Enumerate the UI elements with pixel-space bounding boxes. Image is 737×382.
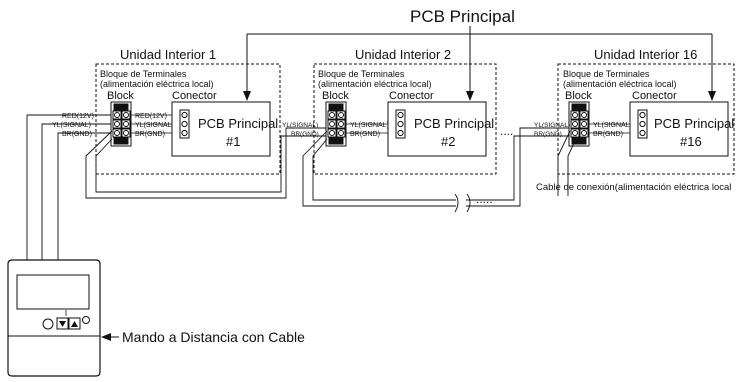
remote-button-left-icon — [42, 318, 54, 330]
terminal-block-sub-2: (alimentación eléctrica local) — [318, 79, 432, 89]
unit-title-1: Unidad Interior 1 — [120, 47, 216, 62]
wire-label-yl-in: YL(SIGNAL) — [52, 122, 91, 129]
pcb-title-16: PCB Principal — [654, 116, 734, 131]
cable-label: Cable de conexión(alimentación eléctrica… — [536, 182, 731, 193]
connector-label-1: Conector — [172, 90, 217, 102]
remote-power-icon — [82, 316, 90, 324]
terminal-block-2 — [325, 101, 347, 147]
pcb-title-1: PCB Principal — [198, 116, 278, 131]
terminal-block-sub-1: (alimentación eléctrica local) — [100, 79, 214, 89]
connector-label-16: Conector — [632, 90, 677, 102]
block-label-1: Block — [107, 90, 134, 102]
pcb-bus-lines — [243, 26, 716, 101]
pcb-number-2: #2 — [441, 134, 455, 149]
wire-label-red-out: RED(12V) — [135, 113, 167, 120]
unit-title-16: Unidad Interior 16 — [594, 47, 697, 62]
wire-label-br-out-2: BR(GND) — [350, 131, 380, 138]
ellipsis-between-units: .... — [500, 124, 513, 138]
wired-remote — [7, 259, 101, 377]
pcb-title-2: PCB Principal — [414, 116, 494, 131]
block-label-2: Block — [322, 90, 349, 102]
wire-label-br-out-16: BR(GND) — [593, 131, 623, 138]
terminal-block-label-2: Bloque de Terminales — [318, 69, 405, 79]
unit-2: Bloque de Terminales (alimentación eléct… — [282, 69, 494, 157]
wire-label-yl-out-16: YL(SIGNAL) — [593, 122, 632, 129]
wire-label-yl-out: YL(SIGNAL) — [135, 122, 174, 129]
ellipsis-cable-break: ..... — [476, 192, 493, 206]
remote-label: Mando a Distancia con Cable — [122, 329, 305, 345]
unit-1: Bloque de Terminales (alimentación eléct… — [52, 69, 278, 157]
terminal-block-label-16: Bloque de Terminales — [563, 69, 650, 79]
terminal-block-label-1: Bloque de Terminales — [100, 69, 187, 79]
remote-display — [16, 274, 90, 310]
wire-label-red-in: RED(12V) — [62, 113, 94, 120]
pcb-number-16: #16 — [680, 134, 702, 149]
connector-1 — [179, 109, 190, 139]
connector-16 — [637, 109, 648, 139]
interconnect-wires — [26, 114, 577, 262]
unit-16: Bloque de Terminales (alimentación eléct… — [534, 69, 734, 157]
terminal-block-1 — [110, 101, 132, 147]
wire-label-br-out: BR(GND) — [135, 131, 165, 138]
wire-label-yl-in-2: YL(SIGNAL) — [282, 122, 318, 129]
block-label-16: Block — [565, 90, 592, 102]
connector-label-2: Conector — [389, 90, 434, 102]
pcb-number-1: #1 — [226, 134, 240, 149]
terminal-block-16 — [568, 101, 590, 147]
connector-2 — [395, 109, 406, 139]
wire-label-yl-out-2: YL(SIGNAL) — [350, 122, 389, 129]
unit-title-2: Unidad Interior 2 — [355, 47, 451, 62]
wire-label-yl-in-16: YL(SIGNAL) — [534, 122, 570, 129]
top-pcb-title: PCB Principal — [410, 7, 515, 26]
unit-boxes — [95, 63, 735, 175]
wire-label-br-in-16: BR(GND) — [534, 131, 562, 138]
wire-label-br-in-2: BR(GND) — [291, 131, 319, 138]
terminal-block-sub-16: (alimentación eléctrica local) — [563, 79, 677, 89]
wire-label-br-in: BR(GND) — [62, 131, 92, 138]
